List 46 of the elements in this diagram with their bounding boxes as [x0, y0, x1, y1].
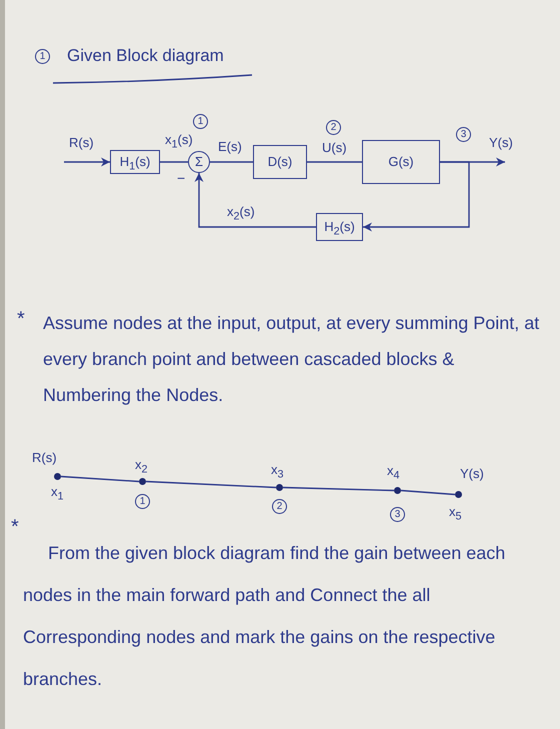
connector-line — [282, 486, 394, 492]
connector-line — [60, 476, 140, 482]
node-number: 2 — [272, 499, 287, 514]
note-text: Assume nodes at the input, output, at every summing Point, at every branch point and between cascaded blocks & Numbering the Nodes. — [43, 312, 540, 407]
section-number: 1 — [35, 49, 50, 64]
sign-label: − — [177, 170, 186, 186]
node-dot — [394, 487, 401, 494]
block-box: D(s) — [253, 145, 307, 179]
node-label: x$_{1}$ — [51, 485, 64, 504]
title: Given Block diagram — [67, 46, 224, 66]
summing-junction: Σ — [188, 151, 210, 173]
node-number: 3 — [390, 507, 405, 522]
arrow — [194, 173, 316, 228]
node-label: x$_{5}$ — [449, 505, 462, 524]
arrow — [64, 158, 110, 166]
connector-line — [146, 480, 276, 488]
block-box: H$_{1}$(s) — [110, 150, 160, 174]
connector-line — [210, 161, 253, 163]
node-dot — [139, 478, 146, 485]
signal-label: Y(s) — [489, 136, 513, 151]
node-dot — [455, 491, 462, 498]
node-number: 1 — [135, 494, 150, 509]
callout-number: 3 — [456, 127, 471, 142]
node-dot — [276, 484, 283, 491]
node-label: x$_{2}$ — [135, 458, 148, 476]
connector-line — [400, 490, 456, 496]
node-label: x$_{3}$ — [271, 463, 284, 482]
node-dot — [54, 473, 61, 480]
signal-label: E(s) — [218, 140, 242, 155]
arrow — [363, 161, 470, 232]
connector-line — [307, 161, 362, 163]
signal-label: U(s) — [322, 141, 347, 156]
bullet-mark: * — [17, 308, 25, 331]
connector-line — [160, 161, 188, 163]
signal-label: x$_{2}$(s) — [227, 205, 255, 224]
signal-label: x$_{1}$(s) — [165, 133, 193, 152]
block-box: H$_{2}$(s) — [316, 213, 363, 241]
block-box: G(s) — [362, 140, 440, 184]
callout-number: 1 — [193, 114, 208, 129]
callout-number: 2 — [326, 120, 341, 135]
note-text: From the given block diagram find the gain between each nodes in the main forward path and Connect the all Corresponding nodes and mark the gains on the respective branches. — [23, 542, 506, 691]
node-label: Y(s) — [460, 467, 484, 482]
signal-label: R(s) — [69, 136, 94, 151]
bullet-mark: * — [11, 516, 19, 539]
node-label: R(s) — [32, 451, 57, 466]
node-label: x$_{4}$ — [387, 464, 400, 482]
